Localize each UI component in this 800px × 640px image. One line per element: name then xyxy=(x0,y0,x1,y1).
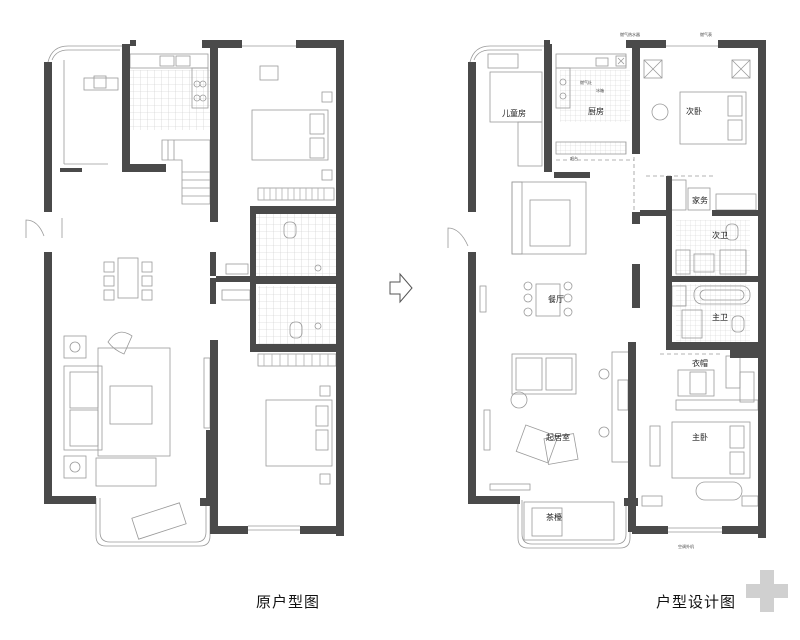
svg-text:空调外机: 空调外机 xyxy=(678,543,694,549)
arrow-right-icon xyxy=(389,272,413,304)
dining-label: 餐厅 xyxy=(548,295,564,304)
svg-text:燃气表: 燃气表 xyxy=(700,31,712,37)
svg-text:吧台: 吧台 xyxy=(570,155,578,161)
housekeeping-label: 家务 xyxy=(692,195,708,205)
design-plan-caption: 户型设计图 xyxy=(656,593,737,611)
original-walls xyxy=(44,40,344,536)
second-bedroom-label: 次卧 xyxy=(686,106,702,116)
design-walls xyxy=(468,40,766,538)
design-annotations: 燃气热水器 燃气表 燃气灶 冰箱 吧台 空调外机 xyxy=(570,31,712,549)
design-floor-plan xyxy=(447,45,759,549)
master-bath-label: 主卫 xyxy=(712,312,728,322)
closet-label: 衣帽 xyxy=(692,358,708,368)
living-label: 起居室 xyxy=(546,432,570,442)
kitchen-label: 厨房 xyxy=(588,106,604,116)
original-floor-plan xyxy=(25,45,337,547)
master-bedroom-label: 主卧 xyxy=(692,432,708,442)
plus-watermark-icon xyxy=(746,570,788,612)
tea-room-label: 茶檯 xyxy=(546,512,562,522)
svg-text:燃气灶: 燃气灶 xyxy=(580,79,592,85)
original-plan-caption: 原户型图 xyxy=(256,593,321,611)
svg-text:燃气热水器: 燃气热水器 xyxy=(620,31,640,37)
children-room-label: 儿童房 xyxy=(502,108,526,118)
second-bath-label: 次卫 xyxy=(712,230,728,240)
svg-text:冰箱: 冰箱 xyxy=(596,87,604,93)
